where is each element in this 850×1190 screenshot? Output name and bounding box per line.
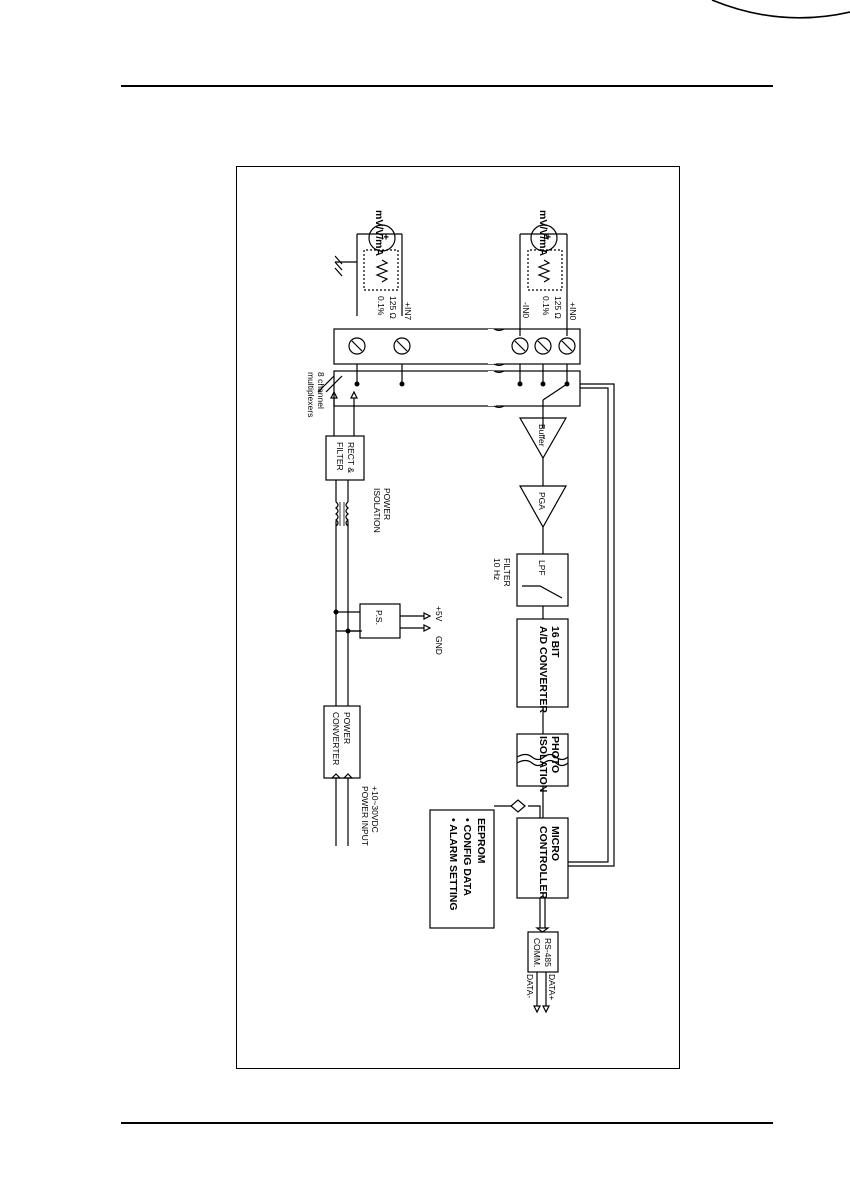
block-diagram-svg: mV/V/mA mV/V/mA ± ± 125 Ω 0.1% 125 Ω 0.1… — [306, 210, 615, 1014]
microcontroller-block — [516, 817, 569, 899]
pga-label: PGA — [537, 492, 547, 510]
rs485-label-2: COMM. — [532, 938, 542, 967]
header-rule — [121, 85, 773, 87]
power-input-label-2: +10~30VDC — [370, 786, 380, 833]
resistor-tol-in0: 0.1% — [541, 296, 551, 316]
lpf-label: LPF — [537, 560, 547, 576]
power-input-label-1: POWER INPUT — [360, 786, 370, 846]
terminal-block — [333, 328, 581, 367]
v5-label: +5V — [434, 606, 444, 622]
source-label-in0: mV/V/mA — [537, 210, 549, 257]
resistor-value-in7: 125 Ω — [388, 296, 398, 319]
source-pm-in0: ± — [541, 234, 553, 240]
terminal-label-in0-pos: +IN0 — [568, 302, 578, 320]
mcu-label-1: MICRO — [549, 826, 561, 861]
photo-label-1: PHOTO — [549, 736, 561, 773]
mux-label: 8 channel — [316, 372, 326, 409]
mcu-mux-control-line — [568, 383, 615, 867]
power-iso-label-2: ISOLATION — [372, 488, 382, 533]
eeprom-label: EEPROM — [475, 818, 487, 864]
footer-rule — [121, 1122, 773, 1124]
ps-label: P.S. — [374, 610, 384, 625]
eeprom-item-1: • CONFIG DATA — [461, 818, 473, 896]
rs485-label-1: RS-485 — [543, 938, 553, 967]
photo-label-2: ISOLATION — [537, 736, 549, 792]
ps-block — [336, 603, 432, 639]
eeprom-link — [494, 799, 541, 818]
terminal-label-in0-neg: -IN0 — [521, 302, 531, 318]
page-corner-mark — [711, 0, 850, 19]
power-bus — [335, 521, 362, 706]
adc-label-2: A/D CONVERTER — [537, 626, 549, 713]
rect-label-1: RECT & — [346, 442, 356, 473]
terminal-label-in7: +IN7 — [403, 302, 413, 320]
data-neg-label: DATA- — [525, 974, 535, 998]
source-label-in7: mV/V/mA — [373, 210, 385, 257]
buffer-amplifier — [518, 417, 568, 460]
data-pos-label: DATA+ — [547, 974, 557, 1000]
mux-label-2: multiplexers — [306, 372, 316, 417]
rect-filter-block — [317, 375, 365, 502]
mcu-label-2: CONTROLLER — [537, 826, 549, 899]
buffer-label: Buffer — [537, 424, 547, 447]
eeprom-item-2: • ALARM SETTING — [447, 818, 459, 911]
pga-amplifier — [518, 485, 568, 529]
rect-label-2: FILTER — [335, 442, 345, 471]
input-source-in7 — [334, 224, 403, 316]
resistor-tol-in7: 0.1% — [376, 296, 386, 316]
power-iso-label-1: POWER — [382, 488, 392, 520]
figure-frame — [236, 166, 680, 1069]
filter-freq-label: 10 Hz — [492, 558, 502, 580]
power-input-lines — [330, 773, 354, 846]
rs485-block — [527, 931, 559, 1014]
mcu-rs485-link — [535, 898, 550, 933]
power-converter-label-1: POWER — [342, 712, 352, 744]
adc-label-1: 16 BIT — [549, 626, 561, 658]
isolation-transformer — [335, 501, 349, 527]
resistor-value-in0: 125 Ω — [553, 296, 563, 319]
gnd-label: GND — [434, 636, 444, 655]
input-source-in0 — [519, 224, 568, 336]
block-diagram: mV/V/mA mV/V/mA ± ± 125 Ω 0.1% 125 Ω 0.1… — [236, 166, 680, 1069]
power-converter-label-2: CONVERTER — [331, 712, 341, 765]
source-pm-in7: ± — [379, 234, 391, 240]
eeprom-block — [429, 809, 495, 929]
filter-label: FILTER — [502, 558, 512, 587]
power-converter-block — [323, 705, 361, 779]
